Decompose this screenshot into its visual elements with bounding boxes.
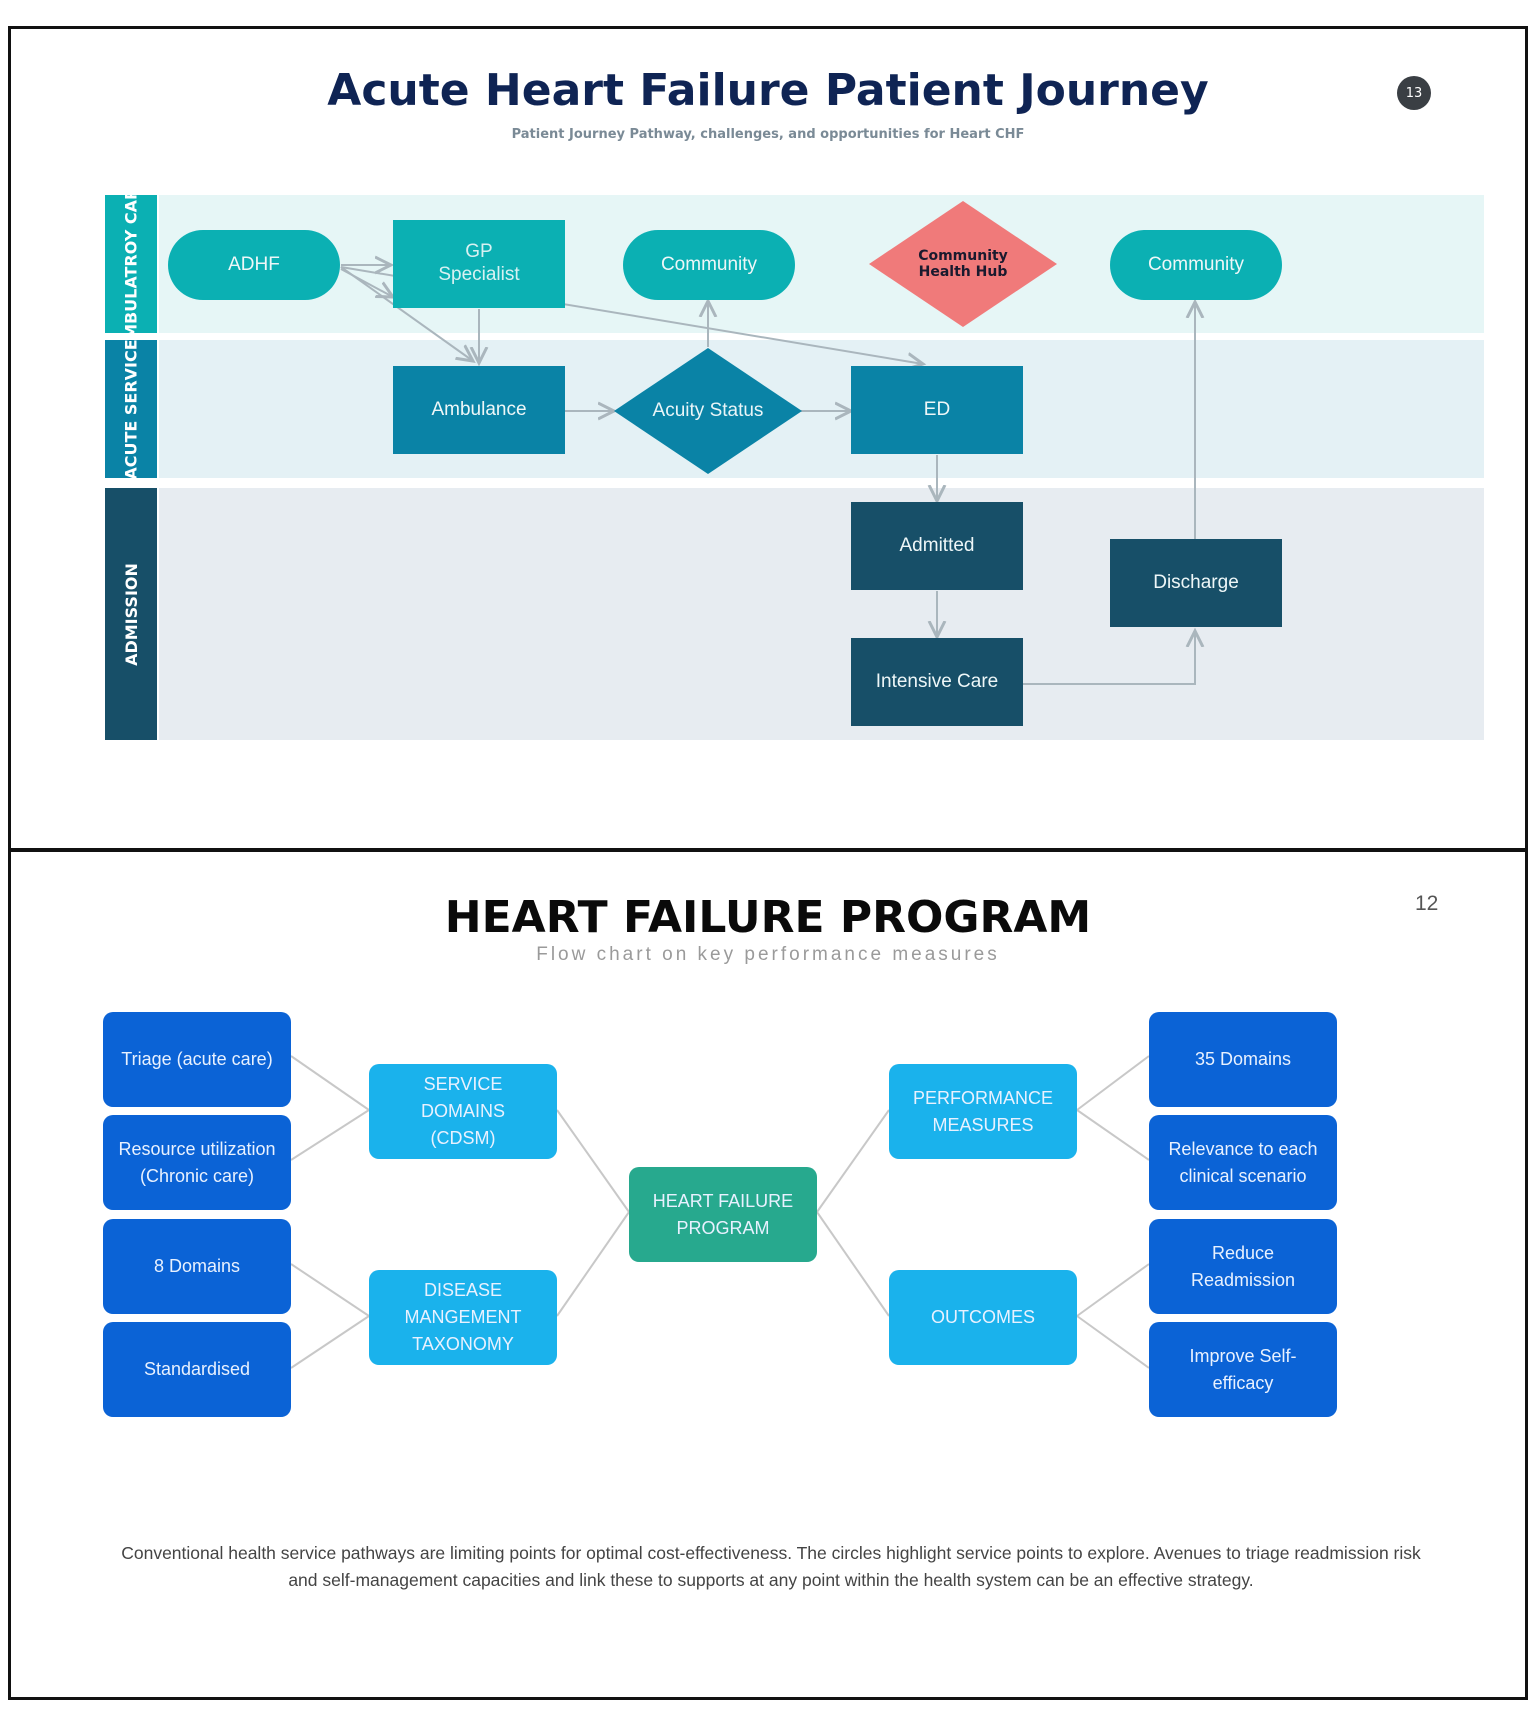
node-ambulance: Ambulance [393,366,565,454]
leaf-reduce-readmission: Reduce Readmission [1149,1219,1337,1314]
edge-center-outcomes [816,1211,890,1317]
node-intensive-care: Intensive Care [851,638,1023,726]
node-community-2: Community [1110,230,1282,300]
page-number: 12 [1415,892,1439,915]
node-ed: ED [851,366,1023,454]
slide2-subtitle: Flow chart on key performance measures [536,944,1000,965]
node-gp-specialist: GP Specialist [393,220,565,308]
patient-journey-slide: Acute Heart Failure Patient Journey Pati… [8,26,1528,851]
edge-resource-service [290,1109,370,1161]
slide2-title: HEART FAILURE PROGRAM [444,892,1092,943]
edge-disease-center [556,1211,630,1317]
lane-label-ambulatory: AMBULATROY CARE [105,195,157,333]
node-admitted: Admitted [851,502,1023,590]
leaf-35-domains: 35 Domains [1149,1012,1337,1107]
leaf-8-domains: 8 Domains [103,1219,291,1314]
lane-acute [159,340,1484,478]
hub-outcomes: OUTCOMES [889,1270,1077,1365]
center-heart-failure-program: HEART FAILURE PROGRAM [629,1167,817,1262]
edge-service-center [556,1109,630,1213]
node-community-health-hub: Community Health Hub [869,201,1057,327]
node-adhf: ADHF [168,230,340,300]
edge-performance-relevance [1076,1109,1150,1161]
leaf-improve-self-efficacy: Improve Self-efficacy [1149,1322,1337,1417]
edge-domains8-disease [290,1263,370,1317]
leaf-standardised: Standardised [103,1322,291,1417]
lane-label-admission: ADMISSION [105,488,157,740]
edge-outcomes-selfefficacy [1076,1315,1150,1369]
program-connectors [290,1055,1150,1369]
edge-outcomes-readmission [1076,1263,1150,1317]
footer-note: Conventional health service pathways are… [121,1543,1421,1591]
page-badge: 13 [1397,76,1431,110]
heart-failure-program-slide: HEART FAILURE PROGRAM Flow chart on key … [8,849,1528,1700]
edge-triage-service [290,1055,370,1111]
hub-disease-management: DISEASE MANGEMENT TAXONOMY [369,1270,557,1365]
edge-center-performance [816,1109,890,1213]
lane-label-acute: ACUTE SERVICE [105,340,157,478]
hub-performance-measures: PERFORMANCE MEASURES [889,1064,1077,1159]
hub-service-domains: SERVICE DOMAINS (CDSM) [369,1064,557,1159]
node-discharge: Discharge [1110,539,1282,627]
edge-adhf-gp-lower [340,268,393,297]
node-community-1: Community [623,230,795,300]
leaf-triage: Triage (acute care) [103,1012,291,1107]
leaf-resource-utilization: Resource utilization (Chronic care) [103,1115,291,1210]
edge-performance-domains35 [1076,1055,1150,1111]
edge-standardised-disease [290,1315,370,1369]
slide1-subtitle: Patient Journey Pathway, challenges, and… [511,127,1025,142]
acuity-label: Acuity Status [652,400,764,421]
leaf-relevance: Relevance to each clinical scenario [1149,1115,1337,1210]
node-acuity-status: Acuity Status [614,348,802,474]
hub-label: Community Health Hub [918,248,1008,280]
edge-adhf-ambulance [340,266,473,361]
slide1-title: Acute Heart Failure Patient Journey [327,65,1209,116]
edge-icu-discharge [1023,631,1195,685]
